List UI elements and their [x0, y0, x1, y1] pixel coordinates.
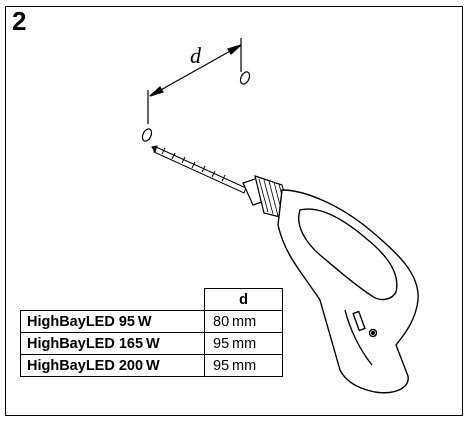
drill-hole-2 [141, 128, 153, 142]
distance-cell: 80 mm [204, 310, 283, 333]
table-row: HighBayLED 165 W 95 mm [20, 332, 283, 355]
figure-frame [5, 6, 463, 416]
distance-label: d [190, 43, 202, 68]
model-cell: HighBayLED 165 W [20, 332, 205, 355]
drill-hole-1 [239, 71, 251, 85]
spec-table: d HighBayLED 95 W 80 mm HighBayLED 165 W… [20, 288, 283, 377]
dimension-line [147, 38, 242, 124]
distance-cell: 95 mm [204, 332, 283, 355]
table-header-d: d [204, 288, 283, 311]
table-header-row: d [20, 288, 283, 311]
table-header-empty [20, 288, 205, 311]
model-cell: HighBayLED 200 W [20, 354, 205, 377]
distance-cell: 95 mm [204, 354, 283, 377]
drill-body [277, 189, 419, 394]
model-cell: HighBayLED 95 W [20, 310, 205, 333]
table-row: HighBayLED 95 W 80 mm [20, 310, 283, 333]
step-number: 2 [12, 6, 27, 36]
drill-bit [151, 145, 247, 194]
table-row: HighBayLED 200 W 95 mm [20, 354, 283, 377]
